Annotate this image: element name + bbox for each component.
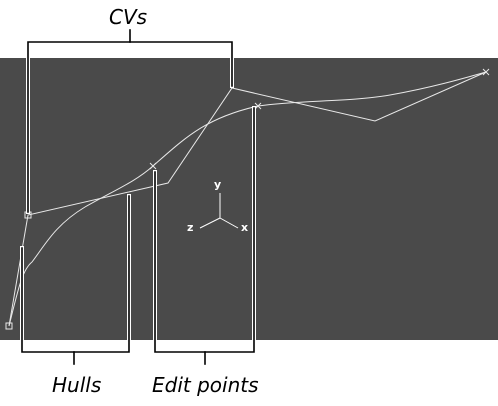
cv-marker [5,322,13,330]
axis-y-label: y [214,178,221,191]
axis-x-label: x [241,221,248,234]
hulls-bracket [20,194,131,365]
cvs-label: CVs [109,5,147,29]
hull-polyline [8,71,487,327]
viewport-background [0,58,498,340]
axis-z-label: z [187,221,193,234]
edit-points-label: Edit points [152,373,259,397]
edit-points-bracket [153,106,256,365]
axis-gizmo [199,193,239,229]
edit-point-marker [482,68,490,76]
edit-point-marker [149,162,157,170]
hulls-label: Hulls [52,373,101,397]
nurbs-curve [8,71,487,327]
cvs-bracket [26,29,234,214]
